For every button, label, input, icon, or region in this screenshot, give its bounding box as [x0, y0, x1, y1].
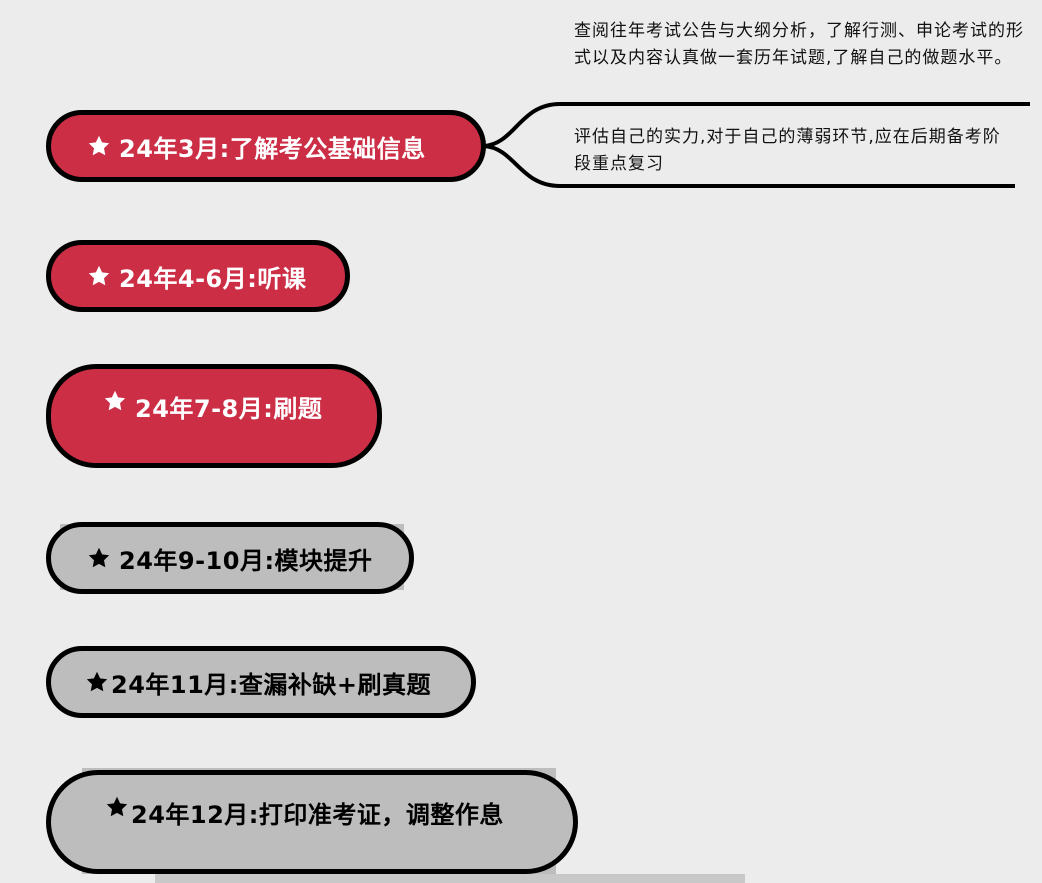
node-label: 24年3月:了解考公基础信息: [119, 134, 426, 163]
node-label: 24年4-6月:听课: [119, 264, 307, 293]
node-label: 24年9-10月:模块提升: [119, 546, 373, 575]
bottom-strip: [155, 874, 745, 883]
node-2024-sep-oct[interactable]: 24年9-10月:模块提升: [46, 522, 414, 594]
star-icon: [85, 670, 109, 694]
branch-note-upper: 查阅往年考试公告与大纲分析，了解行测、申论考试的形式以及内容认真做一套历年试题,…: [574, 21, 1024, 68]
node-2024-apr-jun[interactable]: 24年4-6月:听课: [46, 240, 350, 312]
star-icon: [87, 264, 111, 288]
star-icon: [87, 134, 111, 158]
node-2024-jul-aug[interactable]: 24年7-8月:刷题: [46, 364, 382, 468]
node-label: 24年11月:查漏补缺+刷真题: [111, 670, 432, 699]
branch-connector-upper: [483, 102, 1030, 148]
branch-connector-lower: [483, 144, 1015, 188]
node-2024-dec[interactable]: 24年12月:打印准考证，调整作息: [46, 770, 578, 874]
star-icon: [105, 795, 129, 819]
star-icon: [87, 546, 111, 570]
node-2024-mar[interactable]: 24年3月:了解考公基础信息: [46, 110, 486, 182]
star-icon: [103, 389, 127, 413]
node-label: 24年12月:打印准考证，调整作息: [131, 801, 504, 829]
node-2024-nov[interactable]: 24年11月:查漏补缺+刷真题: [46, 646, 476, 718]
branch-note-lower: 评估自己的实力,对于自己的薄弱环节,应在后期备考阶段重点复习: [574, 127, 1001, 174]
node-label: 24年7-8月:刷题: [135, 395, 323, 423]
